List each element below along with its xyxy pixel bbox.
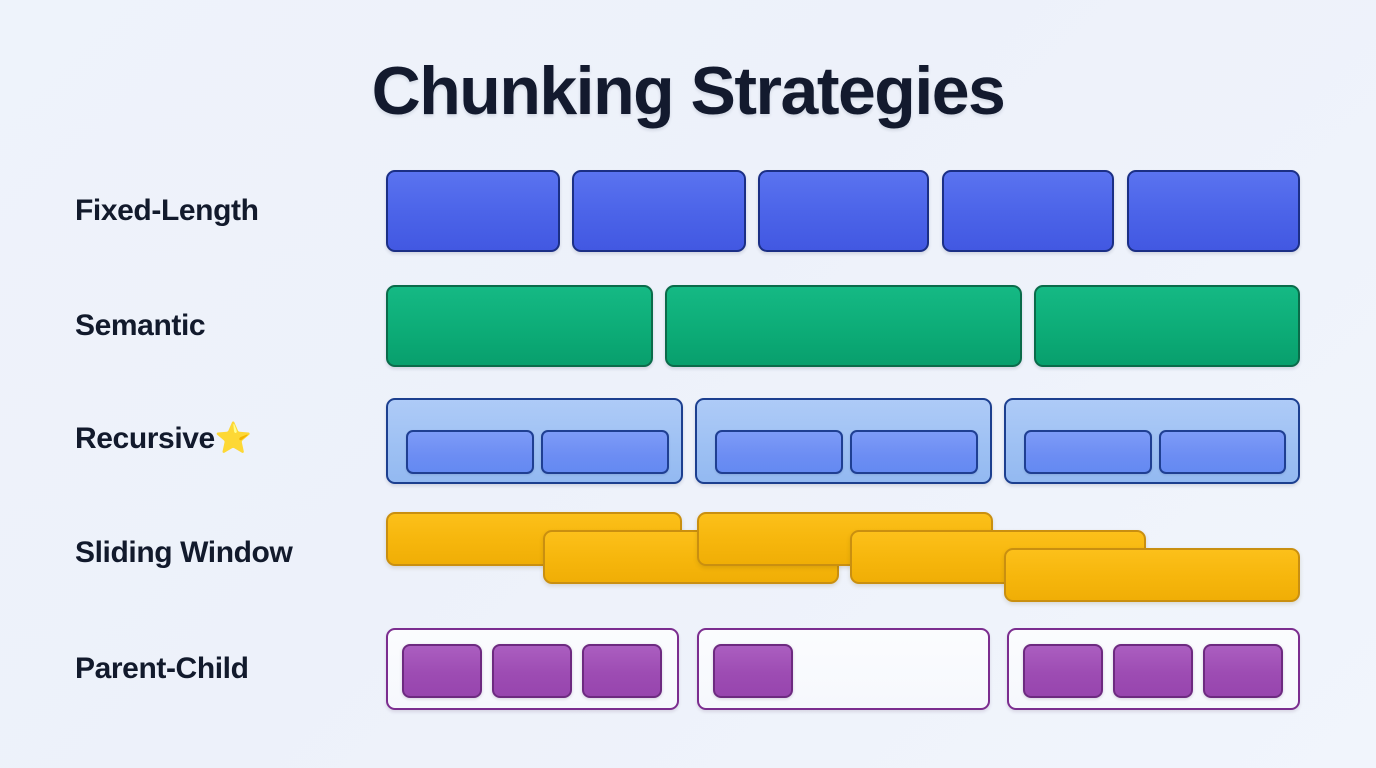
chunk-block-fixed-length-4 — [942, 170, 1114, 252]
row-label-recursive-text: Recursive — [75, 422, 215, 455]
chunk-child-parent-child-1-1 — [402, 644, 482, 698]
chunk-block-sliding-window-5 — [1004, 548, 1300, 602]
row-label-parent-child: Parent-Child — [75, 652, 249, 685]
chunk-child-parent-child-3-1 — [1023, 644, 1103, 698]
row-fixed-length: Fixed-Length — [0, 170, 1376, 252]
chunk-child-parent-child-3-3 — [1203, 644, 1283, 698]
row-label-sliding-window: Sliding Window — [75, 536, 293, 569]
chunk-container-recursive-1 — [386, 398, 683, 484]
row-label-semantic: Semantic — [75, 309, 206, 342]
row-recursive: Recursive⭐ — [0, 398, 1376, 484]
chunk-container-parent-child-3 — [1007, 628, 1300, 710]
chunk-container-recursive-3 — [1004, 398, 1300, 484]
chunk-block-semantic-2 — [665, 285, 1022, 367]
chunk-block-fixed-length-2 — [572, 170, 746, 252]
chunk-child-parent-child-1-3 — [582, 644, 662, 698]
chunk-block-fixed-length-3 — [758, 170, 929, 252]
row-sliding-window: Sliding Window — [0, 500, 1376, 602]
chunk-child-recursive-2-2 — [850, 430, 978, 474]
track-fixed-length — [386, 170, 1300, 252]
track-recursive — [386, 398, 1300, 484]
chunk-child-parent-child-2-1 — [713, 644, 793, 698]
page-title: Chunking Strategies — [371, 53, 1006, 129]
chunk-block-semantic-3 — [1034, 285, 1300, 367]
chunk-child-recursive-2-1 — [715, 430, 843, 474]
row-semantic: Semantic — [0, 285, 1376, 367]
chunk-child-recursive-3-2 — [1159, 430, 1286, 474]
chunk-child-parent-child-1-2 — [492, 644, 572, 698]
track-parent-child — [386, 628, 1300, 710]
chunk-child-recursive-3-1 — [1024, 430, 1152, 474]
chunk-container-recursive-2 — [695, 398, 992, 484]
star-icon: ⭐ — [214, 422, 252, 455]
chunk-child-recursive-1-1 — [406, 430, 534, 474]
chunk-container-parent-child-2 — [697, 628, 990, 710]
track-semantic — [386, 285, 1300, 367]
chunk-block-fixed-length-1 — [386, 170, 560, 252]
chunk-block-semantic-1 — [386, 285, 653, 367]
row-label-recursive: Recursive⭐ — [75, 422, 375, 456]
chunk-child-parent-child-3-2 — [1113, 644, 1193, 698]
row-parent-child: Parent-Child — [0, 628, 1376, 710]
chunk-block-fixed-length-5 — [1127, 170, 1300, 252]
track-sliding-window — [386, 500, 1300, 602]
row-label-fixed-length: Fixed-Length — [75, 194, 259, 227]
chunk-child-recursive-1-2 — [541, 430, 669, 474]
chunk-container-parent-child-1 — [386, 628, 679, 710]
